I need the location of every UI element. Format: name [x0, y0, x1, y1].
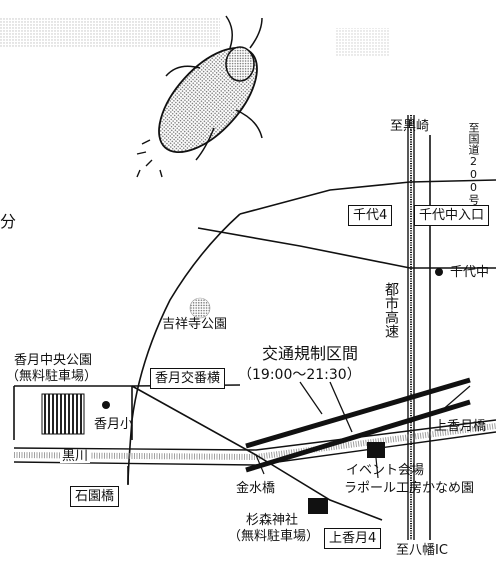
label-event-venue: イベント会場	[346, 463, 425, 478]
label-venue-name: ラポール工房かなめ園	[344, 481, 475, 496]
label-sugimori-parking: （無料駐車場）	[228, 529, 320, 544]
kazuki-park-block	[41, 393, 85, 435]
road-sugimori	[255, 454, 383, 521]
label-sugimori-shrine: 杉森神社	[246, 513, 299, 528]
label-ishizono-bridge: 石園橋	[70, 486, 120, 507]
chiyonaka-dot	[435, 268, 443, 276]
traffic-control-section	[245, 377, 471, 473]
label-chiyo4: 千代4	[348, 205, 393, 226]
road-arc	[127, 213, 241, 486]
event-venue-block	[367, 442, 385, 458]
road-police-junction	[131, 385, 257, 456]
label-traffic-time: （19:00～21:30）	[238, 367, 361, 383]
label-chiyonaka: 千代中	[450, 265, 490, 280]
label-kami-kazuki-bridge: 上香月橋	[434, 419, 487, 434]
label-to-kurosaki: 至黒崎	[390, 119, 430, 134]
road-chiyo-lower	[197, 227, 496, 269]
label-chiyonaka-iriguchi: 千代中入口	[414, 205, 490, 226]
label-kazuki-park-parking: （無料駐車場）	[6, 369, 98, 384]
label-kurokawa: 黒川	[60, 449, 91, 464]
label-kazuki-school: 香月小	[94, 417, 134, 432]
bg-shade-top	[0, 18, 220, 48]
kazuki-school-dot	[102, 401, 110, 409]
road-chiyo4	[239, 179, 496, 215]
expressway	[407, 115, 415, 540]
label-kinsui-bridge: 金水橋	[236, 481, 276, 496]
label-edge-char: 分	[0, 212, 17, 231]
park-tree-icon	[189, 297, 211, 319]
label-to-yahata-ic: 至八幡IC	[396, 543, 448, 558]
label-toshi-kosoku: 都市高速	[383, 282, 399, 338]
label-kazuki-police: 香月交番横	[150, 368, 226, 389]
sugimori-shrine-block	[308, 498, 328, 514]
label-kami-kazuki4: 上香月4	[324, 528, 382, 549]
firefly-illustration	[136, 15, 263, 178]
label-to-route200: 至国道200号	[467, 122, 480, 205]
bg-shade-right	[335, 28, 390, 56]
label-kichijoji-park: 吉祥寺公園	[162, 317, 228, 332]
label-kazuki-park: 香月中央公園	[14, 353, 93, 368]
label-traffic-title: 交通規制区間	[262, 344, 359, 363]
